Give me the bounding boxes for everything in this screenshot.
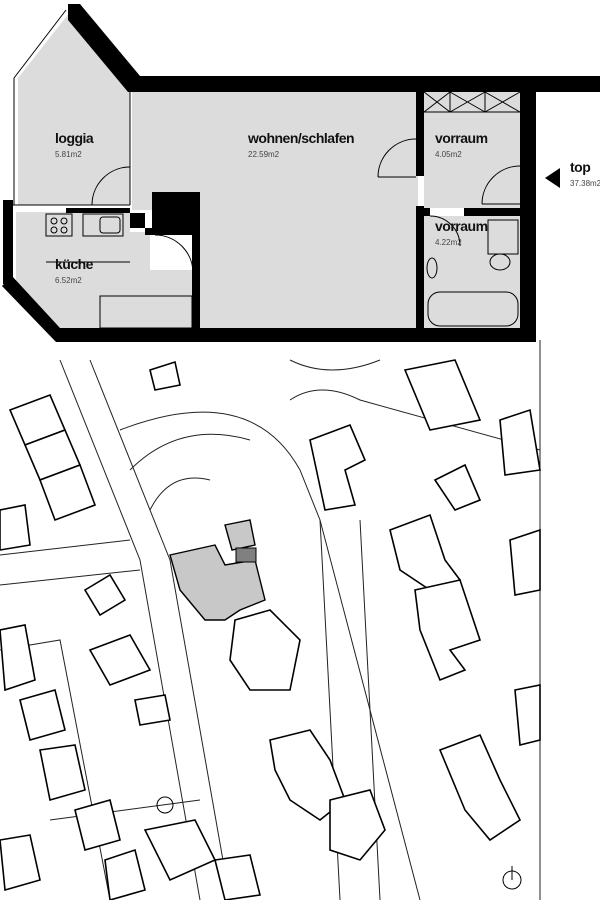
walls: [2, 4, 600, 342]
room-area-vorraum-2: 4.22m2: [435, 238, 462, 247]
room-vorraum-top-fill: [424, 92, 520, 208]
highlighted-building: [169, 544, 266, 621]
buildings: [0, 359, 541, 900]
room-label-vorraum-2: vorraum: [435, 218, 488, 234]
room-label-vorraum-1: vorraum: [435, 130, 488, 146]
room-area-kueche: 6.52m2: [55, 276, 82, 285]
entrance-arrow-icon: [545, 168, 560, 188]
room-loggia-fill: [18, 12, 130, 205]
room-label-kueche: küche: [55, 256, 93, 272]
room-wohnen-fill: [132, 92, 418, 328]
unit-label: top: [570, 159, 591, 175]
streets: [0, 340, 541, 900]
room-kueche-fill: [16, 212, 195, 328]
floor-plan: [2, 4, 600, 342]
unit-area: 37.38m2: [570, 179, 600, 188]
room-area-loggia: 5.81m2: [55, 150, 82, 159]
highlighted-building-wing: [224, 519, 256, 551]
room-area-wohnen: 22.59m2: [248, 150, 280, 159]
room-vorraum-bottom-fill: [424, 216, 520, 328]
thin-lines: [10, 9, 521, 329]
north-arrow-icon: [502, 866, 522, 890]
room-label-wohnen: wohnen/schlafen: [248, 130, 355, 146]
room-label-loggia: loggia: [55, 130, 94, 146]
highlighted-unit: [235, 547, 257, 563]
room-area-vorraum-1: 4.05m2: [435, 150, 462, 159]
